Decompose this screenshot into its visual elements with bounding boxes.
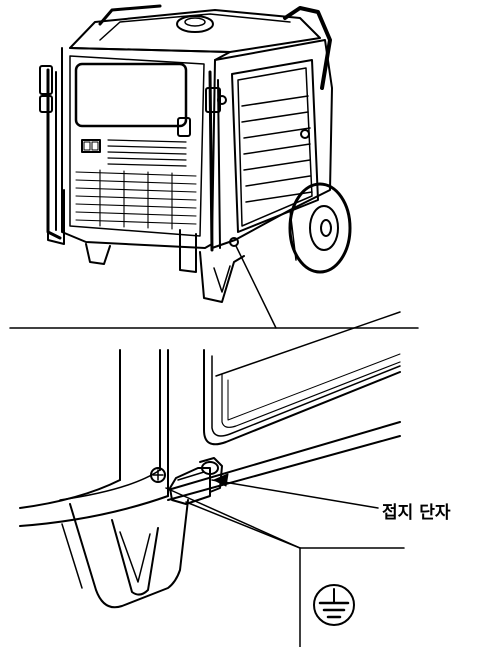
- ground-terminal-detail: [19, 311, 401, 609]
- ground-terminal-label: 접지 단자: [382, 503, 451, 523]
- arrow-head-icon: [213, 473, 229, 487]
- label-leader: [211, 479, 379, 509]
- ground-symbol-icon: [313, 584, 355, 626]
- symbol-leader: [165, 487, 405, 648]
- generator-illustration: [39, 4, 352, 303]
- callout-leader: [9, 245, 419, 329]
